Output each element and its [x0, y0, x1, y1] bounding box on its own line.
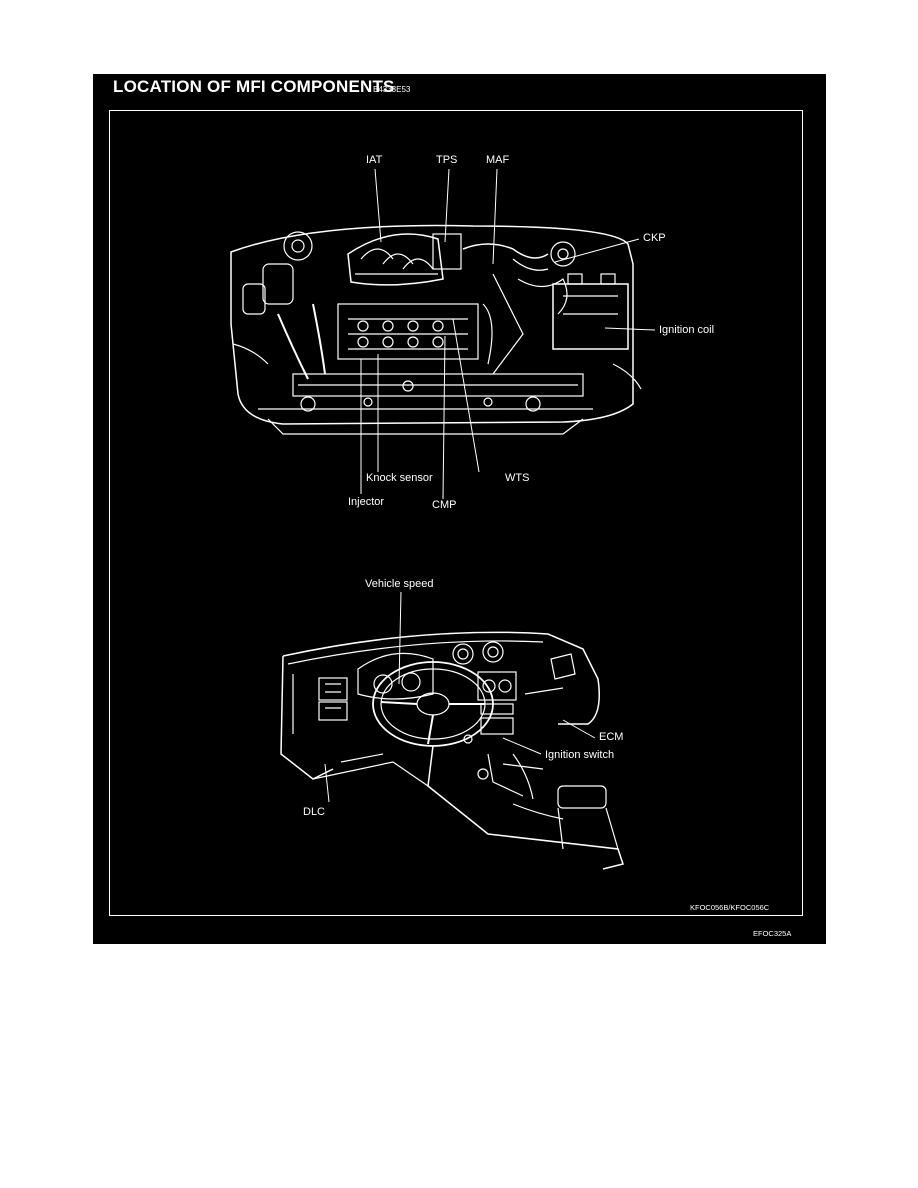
dashboard-drawing	[280, 631, 624, 870]
page-code: EFOC325A	[753, 929, 792, 938]
diagram-frame	[109, 110, 803, 916]
diagram-title: LOCATION OF MFI COMPONENTS	[113, 77, 395, 96]
label-injector: Injector	[348, 496, 385, 508]
figure-code: KFOC056B/KFOC056C	[690, 903, 770, 912]
leader-tps	[444, 168, 450, 243]
leader-dlc	[324, 763, 330, 803]
label-cmp: CMP	[432, 499, 457, 511]
engine-leader-lines	[360, 168, 656, 500]
label-tps: TPS	[436, 154, 458, 166]
leader-iat	[374, 168, 382, 243]
label-iat: IAT	[366, 154, 383, 166]
component-illustration	[230, 168, 656, 870]
label-maf: MAF	[486, 154, 510, 166]
leader-wts	[452, 318, 480, 473]
label-knock-sensor: Knock sensor	[366, 472, 433, 484]
label-vehicle-speed: Vehicle speed	[365, 578, 434, 590]
label-ignition-switch: Ignition switch	[545, 749, 615, 761]
engine-bay-drawing	[230, 224, 642, 435]
leader-cmp	[442, 335, 446, 500]
leader-maf	[492, 168, 498, 265]
cabin-leader-lines	[324, 591, 596, 803]
leader-ignition-coil	[604, 327, 656, 331]
leader-ckp	[554, 238, 640, 263]
label-ecm: ECM	[599, 731, 624, 743]
label-ckp: CKP	[643, 232, 666, 244]
leader-ecm	[562, 719, 596, 739]
leader-ignition-switch	[502, 737, 542, 755]
title-code: E4333E53	[373, 85, 411, 94]
label-dlc: DLC	[303, 806, 326, 818]
label-wts: WTS	[505, 472, 530, 484]
leader-vehicle-speed	[398, 591, 402, 685]
label-ignition-coil: Ignition coil	[659, 324, 715, 336]
diagram-sheet: LOCATION OF MFI COMPONENTS E4333E53	[93, 74, 826, 944]
